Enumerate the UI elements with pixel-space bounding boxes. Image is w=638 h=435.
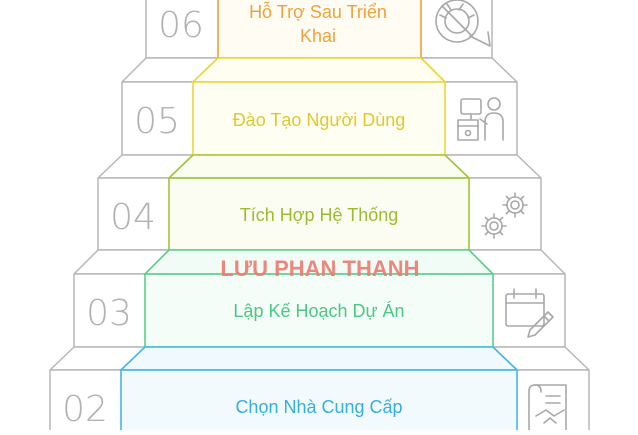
step-04-label: Tích Hợp Hệ Thống: [240, 205, 399, 225]
contract-handshake-icon: [528, 384, 567, 431]
step-02-label: Chọn Nhà Cung Cấp: [235, 397, 402, 417]
gears-icon: [481, 192, 528, 239]
step-05-number: 05: [134, 101, 180, 142]
step-05-block: [192, 81, 446, 156]
step-04-top: [168, 154, 470, 179]
step-02-number: 02: [62, 389, 108, 430]
step-04-number: 04: [110, 197, 156, 238]
watermark-text: LƯU PHAN THANH: [220, 256, 419, 281]
step-02-block: [120, 369, 518, 435]
step-02-top: [120, 346, 518, 371]
support-ring-icon: [435, 0, 491, 47]
step-06-number: 06: [158, 5, 204, 46]
step-06-label-line2: Khai: [300, 26, 336, 46]
step-03-label: Lập Kế Hoạch Dự Án: [233, 301, 404, 321]
step-03-block: [144, 273, 494, 348]
step-05-label: Đào Tạo Người Dùng: [233, 110, 406, 130]
calendar-pencil-icon: [505, 288, 554, 338]
step-06-label-line1: Hỗ Trợ Sau Triển: [249, 1, 387, 22]
step-03-number: 03: [86, 293, 132, 334]
step-05-top: [192, 57, 446, 83]
training-icon: [457, 97, 504, 141]
